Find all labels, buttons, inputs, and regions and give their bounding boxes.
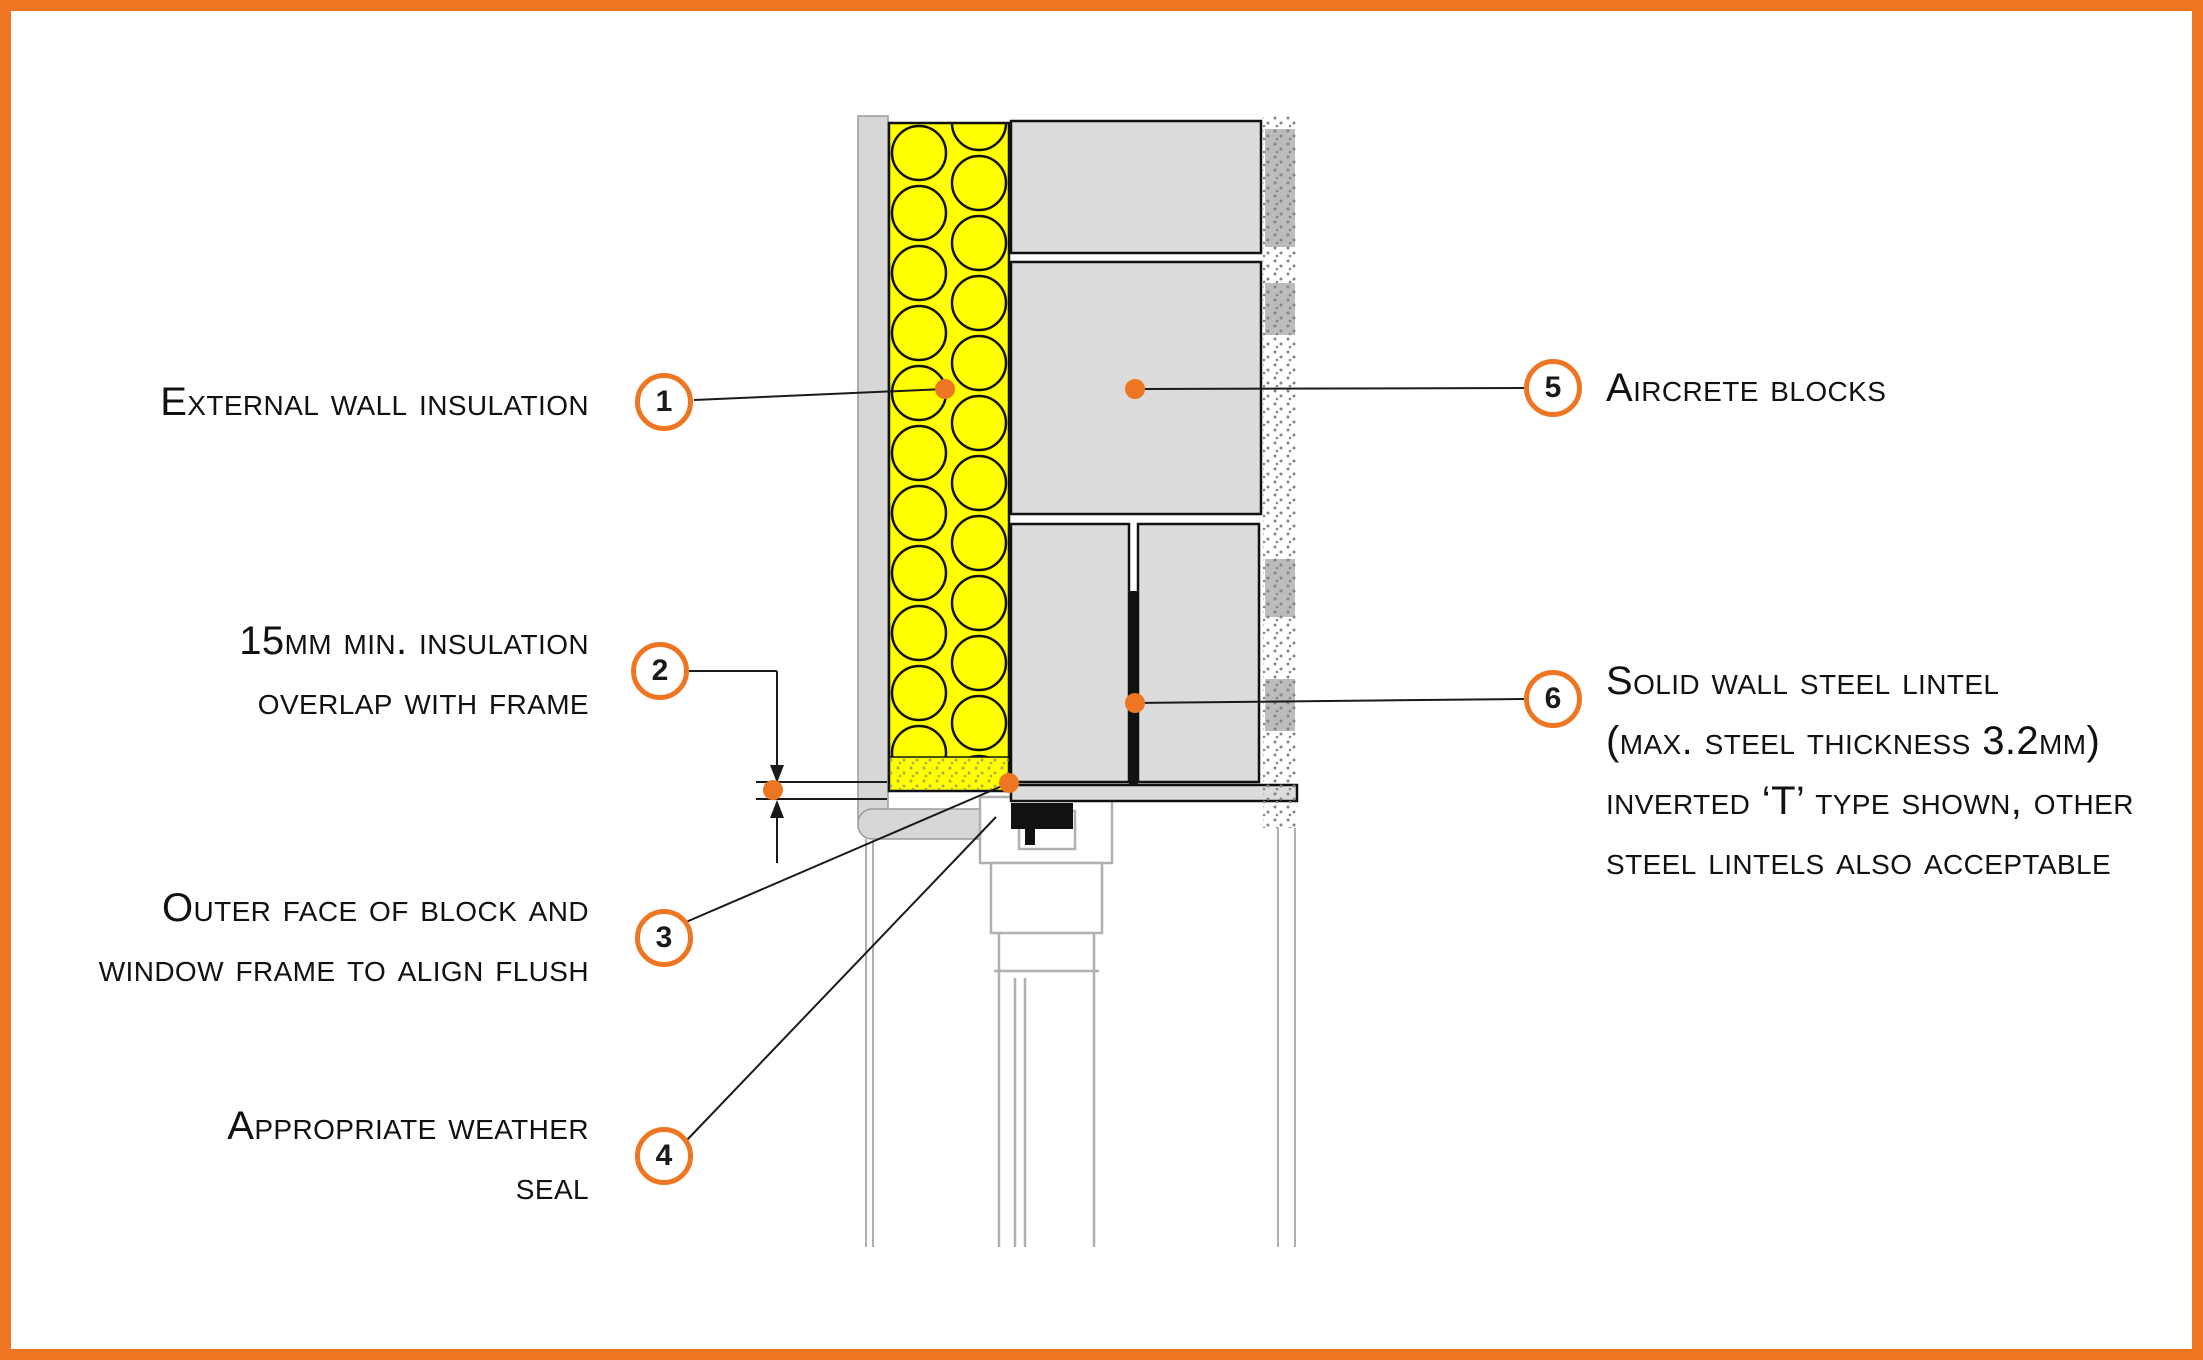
label-line: 15mm min. insulation <box>239 619 589 663</box>
callout-dot-2 <box>763 780 783 800</box>
callout-5-label: Aircrete blocks <box>1606 358 1886 418</box>
callout-number: 4 <box>655 1139 673 1172</box>
leader-line-3 <box>685 782 1010 923</box>
aircrete-block-top <box>1009 119 1263 255</box>
leader-line-6 <box>1134 698 1525 704</box>
label-line: steel lintels also acceptable <box>1606 839 2112 883</box>
leader-line-5 <box>1134 387 1525 390</box>
label-line: External wall insulation <box>160 380 589 424</box>
callout-number: 1 <box>655 385 673 418</box>
callout-6-marker: 6 <box>1524 670 1582 728</box>
steel-lintel-flange <box>1009 783 1299 803</box>
callout-dot-5 <box>1125 379 1145 399</box>
callout-4-label: Appropriate weather seal <box>227 1096 589 1216</box>
label-line: Appropriate weather <box>227 1104 589 1148</box>
callout-number: 5 <box>1544 371 1562 404</box>
callout-3-label: Outer face of block and window frame to … <box>99 878 589 998</box>
callout-1-marker: 1 <box>635 373 693 431</box>
reveal-lines <box>865 839 874 1247</box>
aircrete-block-lower-right <box>1136 522 1261 784</box>
steel-lintel-web <box>1129 591 1138 787</box>
label-line: window frame to align flush <box>98 946 589 990</box>
callout-6-label: Solid wall steel lintel (max. steel thic… <box>1606 651 2134 891</box>
callout-5-marker: 5 <box>1524 359 1582 417</box>
parge-coat-stipple <box>1263 116 1297 1247</box>
callout-number: 2 <box>651 654 669 687</box>
label-line: inverted ‘T’ type shown, other <box>1606 779 2134 823</box>
callout-dot-1 <box>935 379 955 399</box>
glazing-gasket <box>1025 815 1035 845</box>
callout-4-marker: 4 <box>635 1127 693 1185</box>
callout-number: 6 <box>1544 682 1562 715</box>
callout-dot-6 <box>1125 693 1145 713</box>
leader-line-4 <box>685 816 997 1142</box>
window-frame <box>978 795 1114 1247</box>
insulation-hatch <box>889 123 1009 757</box>
label-line: Solid wall steel lintel <box>1606 659 2000 703</box>
aircrete-block-lower-left <box>1009 522 1131 784</box>
callout-2-label: 15mm min. insulation overlap with frame <box>239 611 589 731</box>
callout-dot-3 <box>999 773 1019 793</box>
label-line: Outer face of block and <box>161 886 589 930</box>
leader-line-1 <box>693 388 946 401</box>
weather-seal <box>1011 803 1073 829</box>
wall-section-drawing <box>685 115 1525 1247</box>
callout-2-marker: 2 <box>631 642 689 700</box>
callout-number: 3 <box>655 921 673 954</box>
arrow-down-icon <box>770 765 784 783</box>
label-line: overlap with frame <box>257 679 589 723</box>
external-insulation <box>887 121 1011 793</box>
label-line: (max. steel thickness 3.2mm) <box>1606 719 2101 763</box>
callout-3-marker: 3 <box>635 909 693 967</box>
arrow-up-icon <box>770 800 784 818</box>
label-line: seal <box>515 1164 589 1208</box>
label-line: Aircrete blocks <box>1606 366 1887 410</box>
callout-1-label: External wall insulation <box>160 372 589 432</box>
